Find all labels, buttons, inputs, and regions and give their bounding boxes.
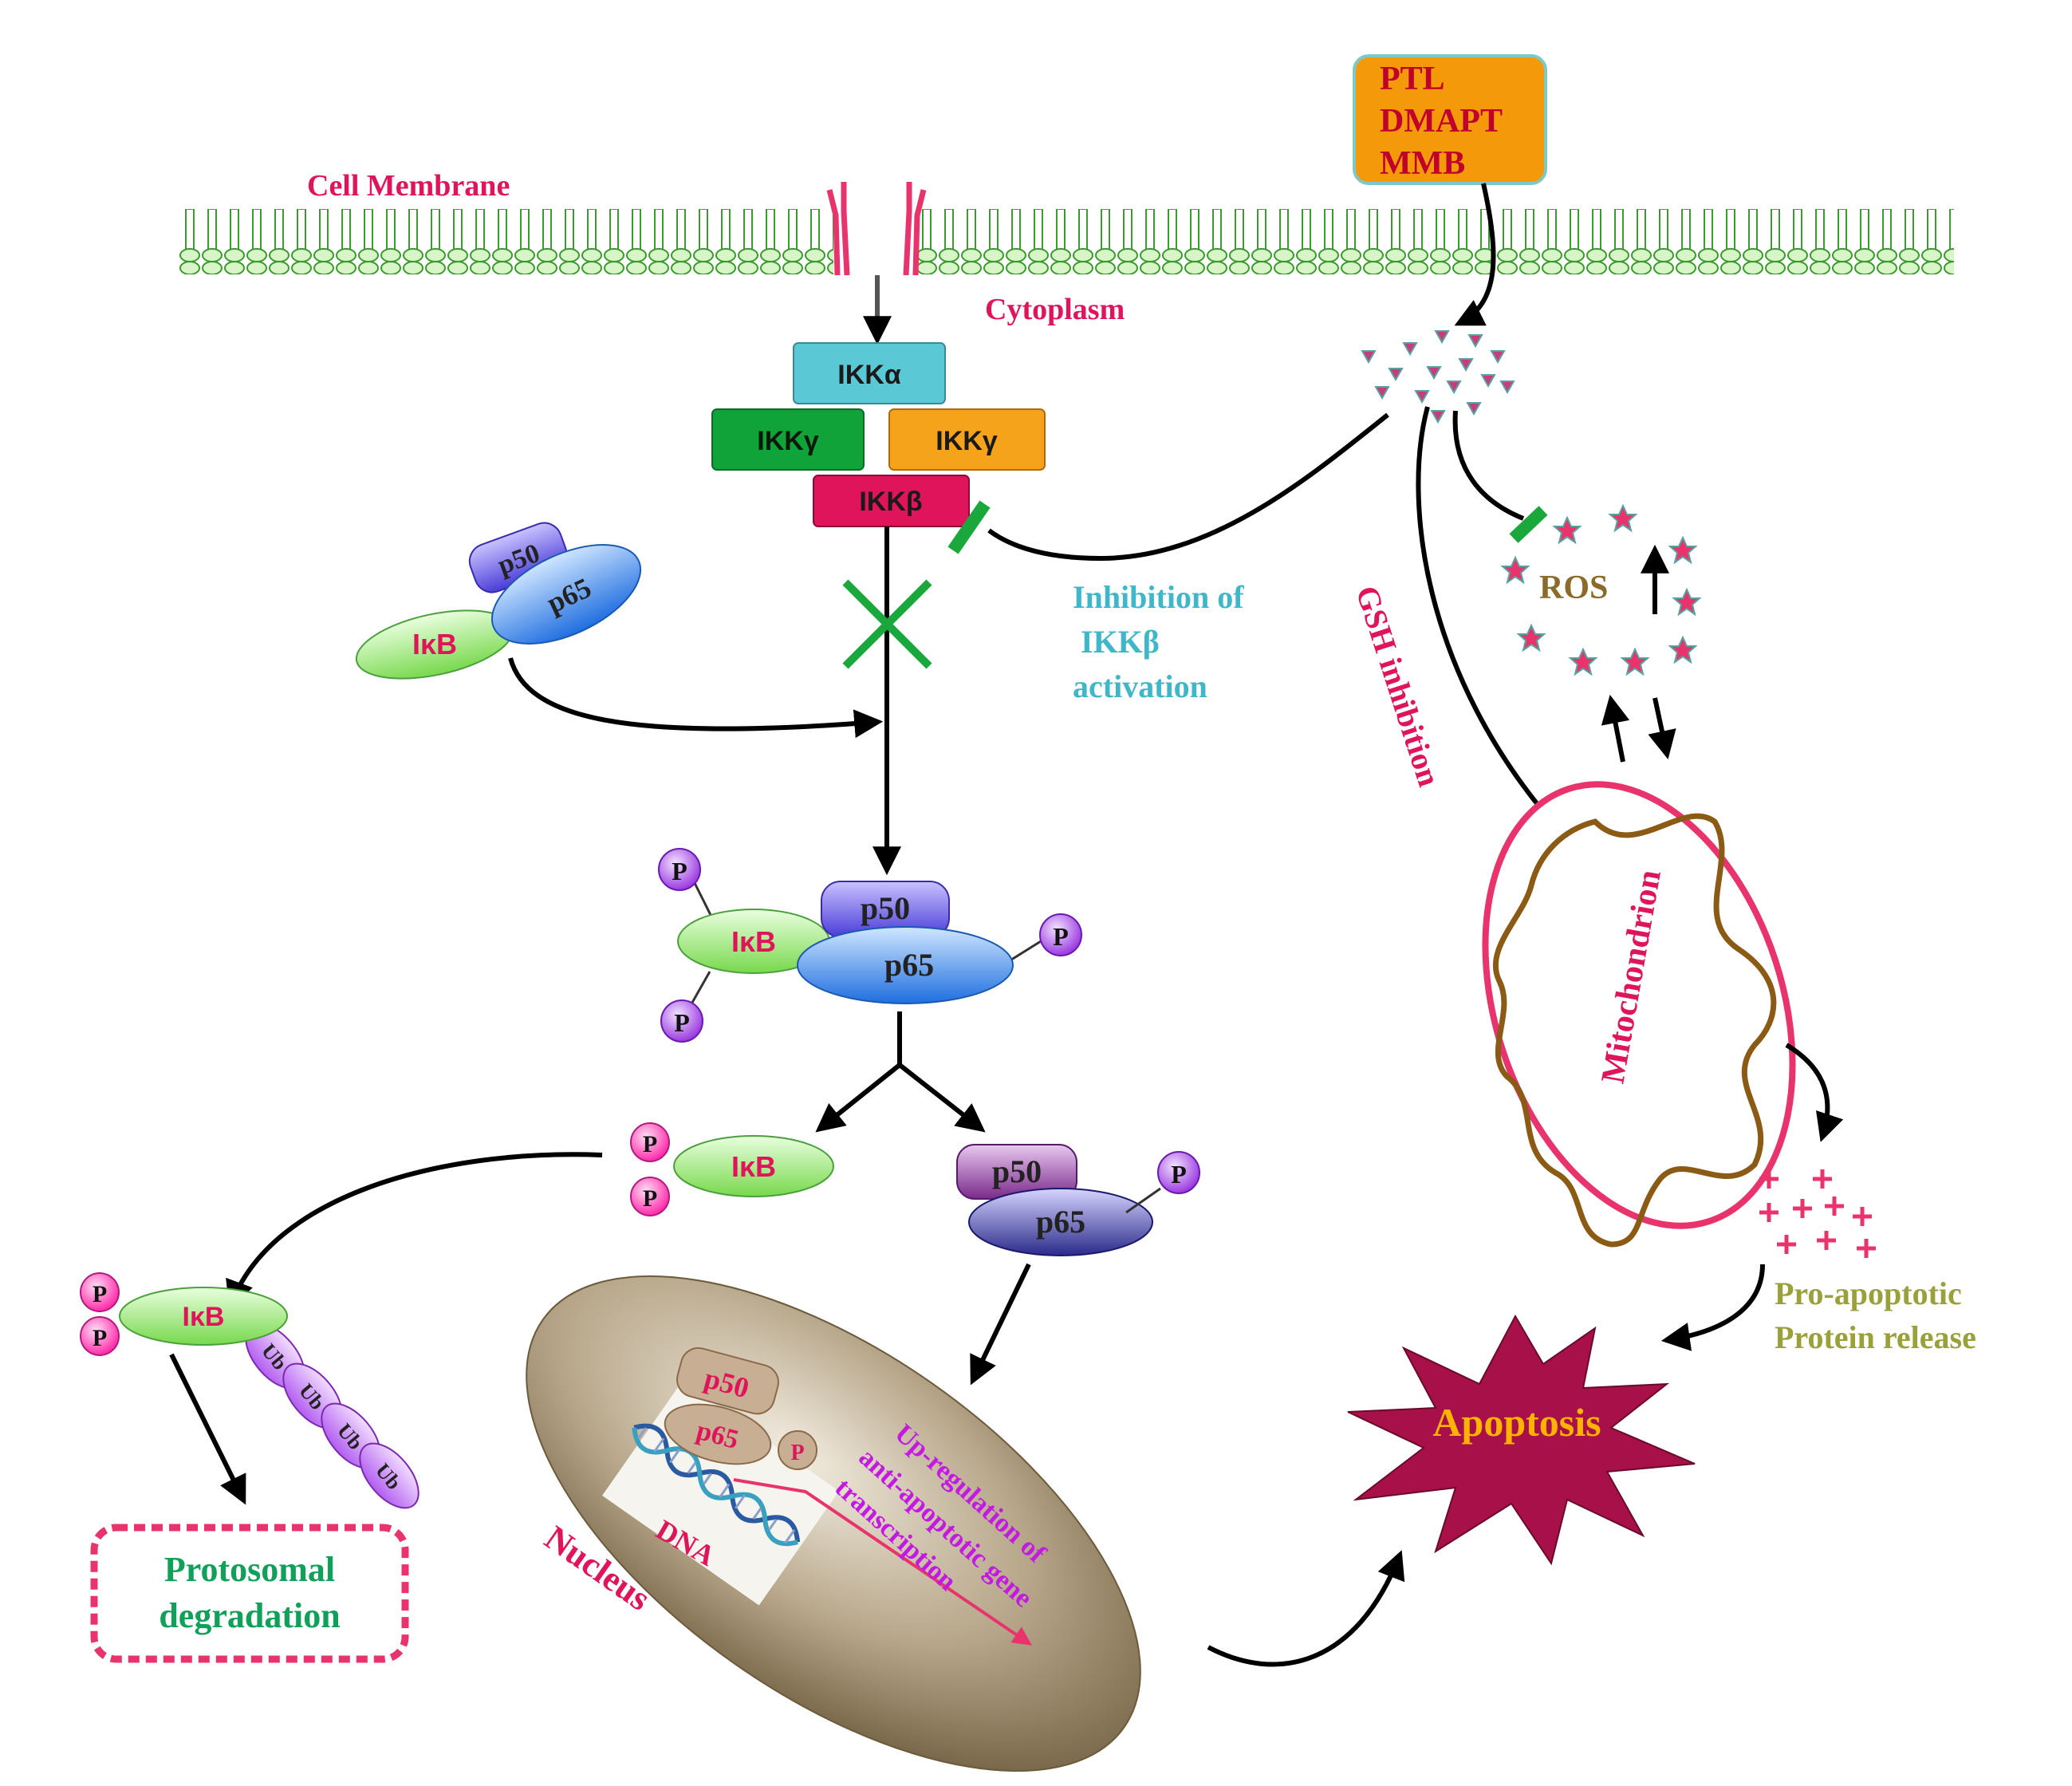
split-arrows (815, 1011, 986, 1133)
drug-dmapt: DMAPT (1380, 103, 1503, 140)
pro-apoptotic-line-2: Protein release (1775, 1319, 1976, 1355)
p50-label-mid: p50 (861, 890, 910, 926)
mito-cristae (1492, 813, 1777, 1248)
apoptosis: Apoptosis (1347, 1314, 1696, 1566)
mito-release-arrow (1785, 1043, 1844, 1142)
ikk-beta-label: IKKβ (859, 487, 922, 517)
p65-label-free: p65 (1036, 1204, 1085, 1240)
nuclear-nfkb: p50 p65 P (664, 1346, 817, 1470)
mitochondrion: Mitochondrion (1482, 781, 1796, 1248)
p-label-6: P (1171, 1160, 1187, 1189)
proteasomal-degradation-box: Protosomal degradation (90, 1524, 409, 1663)
drug-ptl: PTL (1380, 61, 1445, 97)
ikk-inhibition-bar (947, 500, 991, 554)
ikb-label-top: IκB (412, 628, 457, 660)
ikb-label-free: IκB (731, 1150, 776, 1183)
ikb-nfkb-complex-inactive: IκB p50 p65 (355, 522, 642, 680)
p-label-7: P (93, 1281, 107, 1307)
p-label-3: P (1053, 922, 1069, 951)
p-label-4: P (643, 1131, 657, 1157)
inhibition-line-3: activation (1073, 668, 1207, 704)
drug-entry-arrow (1454, 183, 1496, 326)
p-label-8: P (93, 1325, 107, 1351)
p65-label-mid: p65 (884, 947, 934, 983)
drug-molecules (1361, 330, 1515, 424)
free-phospho-ikb: IκB P P (630, 1122, 834, 1216)
ikk-alpha-label: IKKα (837, 360, 901, 390)
p-label-nuclear: P (790, 1441, 804, 1465)
inhibition-line-2: IKKβ (1081, 624, 1160, 660)
free-nfkb-dimer: p50 p65 P (956, 1144, 1200, 1256)
cell-membrane-label: Cell Membrane (307, 169, 510, 203)
gsh-inhibition-label: GSH inhibition (1349, 582, 1448, 790)
apoptosis-label: Apoptosis (1432, 1400, 1601, 1445)
ikb-ubiquitination-arrow (226, 1152, 603, 1310)
blocked-x-icon (842, 579, 932, 669)
cytoplasm-label: Cytoplasm (985, 293, 1125, 326)
cell-membrane (179, 209, 1954, 274)
nucleus: p50 p65 P DNA Nucleus Up-regulation of a… (526, 1275, 1141, 1772)
mito-to-ros-arrow (1601, 694, 1630, 763)
ikk-inhibition-line (987, 412, 1389, 562)
drug-box: PTL DMAPT MMB (1353, 54, 1547, 185)
nuclear-translocation-arrow (970, 1263, 1031, 1386)
proteasomal-line-1: Protosomal (164, 1550, 335, 1589)
phosphorylated-complex: P P P IκB p50 p65 (658, 848, 1082, 1043)
receptor (826, 182, 927, 276)
ros-line (1452, 410, 1525, 521)
ros-cloud: ROS (1500, 503, 1702, 676)
ubiquitinated-ikb: Ub Ub Ub Ub IκB P P (80, 1272, 420, 1509)
pro-apoptotic-arrow (1660, 1264, 1765, 1351)
pro-apoptotic-proteins (1759, 1169, 1876, 1258)
proteasomal-line-2: degradation (159, 1596, 340, 1635)
ikk-complex: IKKα IKKγ IKKγ IKKβ (711, 342, 1046, 527)
p50-label-free: p50 (992, 1153, 1042, 1189)
inhibition-line-1: Inhibition of (1073, 579, 1244, 615)
p-label-1: P (672, 857, 687, 885)
ikk-gamma-right-label: IKKγ (936, 426, 998, 456)
gsh-inhibition-line (1416, 406, 1558, 827)
ikb-label-ub: IκB (183, 1302, 225, 1332)
ikb-label-mid: IκB (731, 925, 776, 958)
ikk-gamma-left-label: IKKγ (757, 426, 819, 456)
complex-merge-arrow (508, 657, 884, 739)
ubiquitin-chain: Ub Ub Ub Ub (245, 1323, 420, 1509)
ros-to-mito-arrow (1648, 697, 1676, 760)
ros-stars (1500, 503, 1702, 676)
nucleus-apoptosis-arrow (1207, 1550, 1405, 1667)
p-label-5: P (643, 1185, 657, 1212)
ros-inhibition-bar (1509, 506, 1548, 543)
dna-helix-icon (632, 1423, 801, 1547)
transcription-arrow (733, 1478, 1032, 1646)
ros-label: ROS (1539, 570, 1608, 606)
drug-mmb: MMB (1380, 145, 1465, 182)
apoptosis-star (1347, 1314, 1696, 1566)
degradation-arrow (169, 1353, 246, 1505)
pro-apoptotic-line-1: Pro-apoptotic (1775, 1275, 1962, 1311)
p-label-2: P (674, 1008, 690, 1037)
